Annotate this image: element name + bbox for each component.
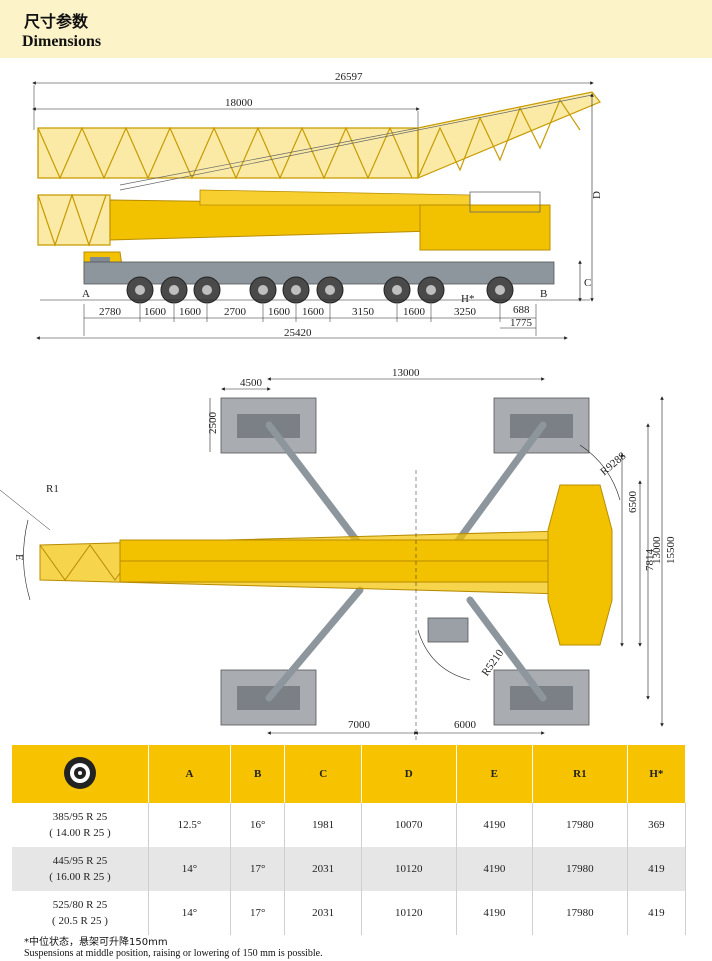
dim-chassis-length: 25420: [284, 327, 312, 339]
dim-jib-length: 18000: [225, 97, 253, 109]
value-d: 10120: [361, 891, 457, 935]
dim-outrigger-span: 13000: [392, 367, 420, 379]
dim-width-15500: 15500: [665, 536, 677, 564]
value-d: 10070: [361, 803, 457, 847]
dim-rear-overhang-1: 688: [513, 304, 530, 316]
tyre-size: 525/80 R 25: [52, 899, 108, 911]
footnote-english: Suspensions at middle position, raising …: [24, 948, 323, 959]
main-boom: [109, 199, 471, 241]
tyre-column-header: [12, 745, 149, 803]
value-a: 12.5°: [148, 803, 231, 847]
value-c: 1981: [284, 803, 362, 847]
dim-axle-8: 1600: [403, 306, 426, 318]
header-h: H*: [627, 745, 687, 803]
footnote-chinese: *中位状态，悬架可升降150mm: [24, 937, 168, 948]
engine-unit: [427, 617, 469, 643]
value-r1: 17980: [532, 891, 628, 935]
dim-axle-7: 3150: [352, 306, 375, 318]
tyre-size-cell: 525/80 R 25 ( 20.5 R 25 ): [12, 891, 149, 935]
value-r1: 17980: [532, 847, 628, 891]
value-a: 14°: [148, 891, 231, 935]
value-b: 17°: [230, 847, 286, 891]
label-r1: R1: [46, 483, 59, 495]
dim-rear-7000: 7000: [348, 719, 371, 731]
value-e: 4190: [456, 847, 534, 891]
dim-axle-5: 1600: [268, 306, 291, 318]
carrier-chassis: [83, 261, 555, 285]
label-r9288: R9288: [598, 450, 629, 478]
dim-axle-9: 3250: [454, 306, 477, 318]
header-e: E: [456, 745, 534, 803]
side-view: 26597 18000: [32, 71, 603, 340]
value-b: 16°: [230, 803, 286, 847]
dimensions-table: A B C D E R1 H* 385/95 R 25 ( 14.00 R 25 …: [12, 745, 687, 935]
dim-overall-length: 26597: [335, 71, 363, 83]
value-h: 419: [627, 891, 687, 935]
tyre-size-cell: 385/95 R 25 ( 14.00 R 25 ): [12, 803, 149, 847]
dim-axle-4: 2700: [224, 306, 247, 318]
title-english: Dimensions: [22, 33, 102, 50]
label-d: D: [591, 191, 603, 199]
table-row: 445/95 R 25 ( 16.00 R 25 ) 14° 17° 2031 1…: [12, 847, 687, 891]
counterweight: [547, 484, 613, 646]
dim-width-6500: 6500: [627, 491, 639, 514]
table-row: 525/80 R 25 ( 20.5 R 25 ) 14° 17° 2031 10…: [12, 891, 687, 935]
value-e: 4190: [456, 891, 534, 935]
railing: [469, 191, 541, 213]
dim-axle-6: 1600: [302, 306, 325, 318]
front-lattice: [37, 193, 111, 247]
value-c: 2031: [284, 847, 362, 891]
header-d: D: [361, 745, 457, 803]
value-r1: 17980: [532, 803, 628, 847]
value-a: 14°: [148, 847, 231, 891]
header-r1: R1: [532, 745, 628, 803]
tyre-icon: [64, 756, 96, 789]
tyre-size-alt: ( 16.00 R 25 ): [49, 871, 111, 883]
value-h: 419: [627, 847, 687, 891]
lattice-jib: [37, 91, 601, 180]
tyre-size: 445/95 R 25: [52, 855, 108, 867]
dim-width-13000: 13000: [651, 536, 663, 564]
label-a: A: [82, 288, 90, 300]
tyre-size-cell: 445/95 R 25 ( 16.00 R 25 ): [12, 847, 149, 891]
header-a: A: [148, 745, 231, 803]
value-b: 17°: [230, 891, 286, 935]
label-h: H*: [461, 293, 474, 305]
boom-top-view: [39, 529, 601, 596]
outrigger-beams: [265, 421, 547, 702]
tyre-size-alt: ( 14.00 R 25 ): [49, 827, 111, 839]
table-header-row: A B C D E R1 H*: [12, 745, 687, 803]
superstructure: [419, 204, 551, 251]
value-d: 10120: [361, 847, 457, 891]
dim-rear-6000: 6000: [454, 719, 477, 731]
tyre-size-alt: ( 20.5 R 25 ): [52, 915, 108, 927]
dim-pad-width: 2500: [207, 412, 219, 435]
dim-outrigger-pad: 4500: [240, 377, 263, 389]
tyre-size: 385/95 R 25: [52, 811, 108, 823]
dim-rear-overhang-2: 1775: [510, 317, 533, 329]
label-b: B: [540, 288, 547, 300]
value-e: 4190: [456, 803, 534, 847]
title-chinese: 尺寸参数: [24, 12, 89, 31]
top-view: 4500 13000 2500: [0, 367, 677, 740]
table-row: 385/95 R 25 ( 14.00 R 25 ) 12.5° 16° 1981…: [12, 803, 687, 847]
value-c: 2031: [284, 891, 362, 935]
crane-dimension-drawing: 26597 18000: [0, 71, 677, 740]
value-h: 369: [627, 803, 687, 847]
dim-axle-3: 1600: [179, 306, 202, 318]
label-c: C: [584, 277, 591, 289]
header-c: C: [284, 745, 362, 803]
dim-axle-2: 1600: [144, 306, 167, 318]
header-b: B: [230, 745, 286, 803]
dim-axle-1: 2780: [99, 306, 122, 318]
label-e: E: [13, 554, 25, 561]
section-header: 尺寸参数 Dimensions: [0, 0, 712, 58]
